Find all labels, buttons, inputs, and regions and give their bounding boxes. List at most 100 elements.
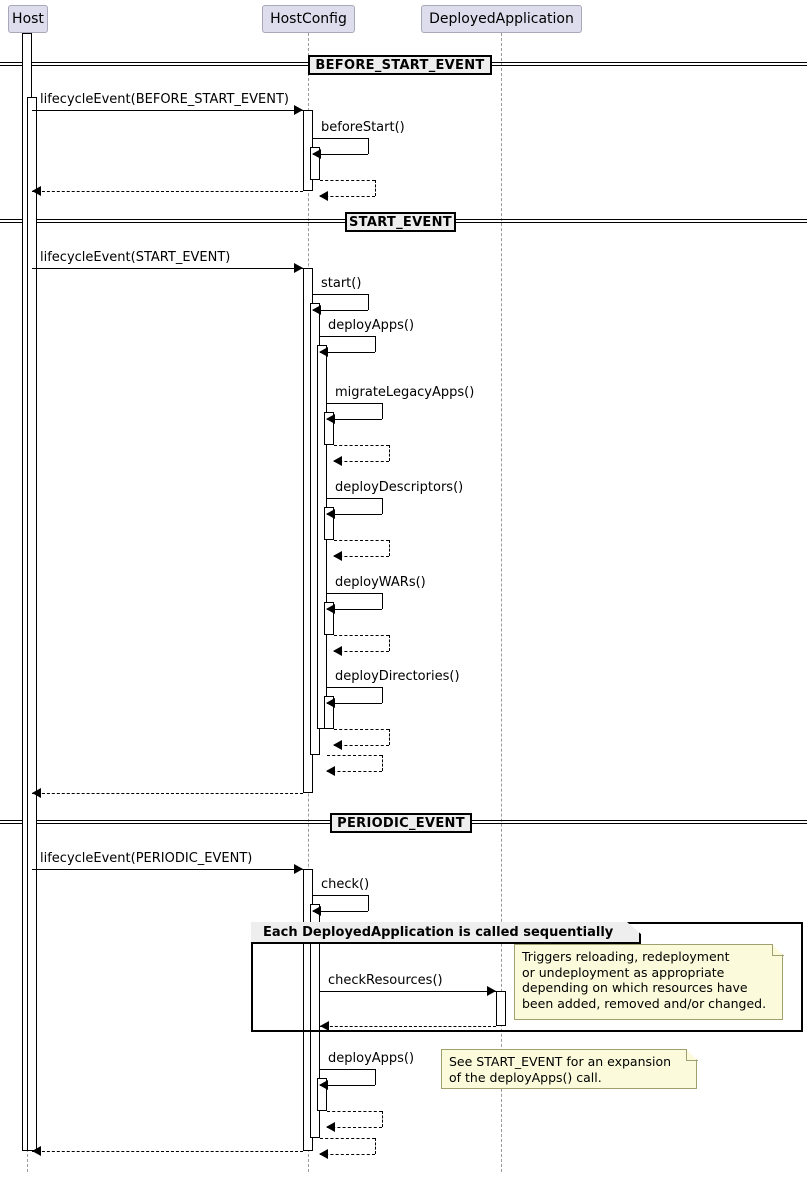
- message-deploydescriptors-label: deployDescriptors(): [335, 480, 464, 495]
- message-deployapps-side: [375, 1069, 376, 1085]
- message-deployapps-top: [320, 336, 375, 337]
- message-beforestart-bottom: [313, 154, 368, 155]
- message-self-return-m16-arrowhead: [326, 766, 335, 776]
- message-deploydescriptors-top: [327, 498, 382, 499]
- message-start-side: [368, 294, 369, 310]
- message-deploydescriptors-arrowhead: [326, 509, 335, 519]
- activation-a-da-1: [496, 991, 506, 1026]
- message-check-top: [313, 895, 368, 896]
- message-return-m25-arrowhead: [32, 1146, 41, 1156]
- message-deploywars-top: [327, 593, 382, 594]
- message-self-return-m16-side: [382, 755, 383, 771]
- message-lifecycleevent-periodic-event-line: [32, 869, 303, 870]
- message-self-return-m23-arrowhead: [326, 1122, 335, 1132]
- message-deploywars-label: deployWARs(): [335, 575, 426, 590]
- message-self-return-m24-top: [320, 1138, 375, 1139]
- message-self-return-m13-arrowhead: [333, 646, 342, 656]
- message-return-m4-arrowhead: [32, 186, 41, 196]
- message-self-return-m16-top: [327, 755, 382, 756]
- message-self-return-m9-bottom: [334, 461, 389, 462]
- message-return-m25-line: [32, 1151, 303, 1152]
- message-deploydescriptors-bottom: [327, 514, 382, 515]
- message-deployapps-label: deployApps(): [328, 1051, 415, 1066]
- message-migratelegacyapps-side: [382, 403, 383, 419]
- message-beforestart-label: beforeStart(): [321, 120, 405, 135]
- message-return-m4-line: [32, 191, 303, 192]
- message-migratelegacyapps-top: [327, 403, 382, 404]
- message-deploywars-bottom: [327, 609, 382, 610]
- note-deployapps: See START_EVENT for an expansion of the …: [441, 1049, 697, 1089]
- message-return-m17-arrowhead: [32, 788, 41, 798]
- message-deployapps-bottom: [320, 352, 375, 353]
- message-self-return-m9-top: [334, 445, 389, 446]
- note-deployapps-fold: [686, 1049, 698, 1061]
- message-migratelegacyapps-arrowhead: [326, 414, 335, 424]
- message-migratelegacyapps-label: migrateLegacyApps(): [335, 385, 475, 400]
- message-lifecycleevent-periodic-event-label: lifecycleEvent(PERIODIC_EVENT): [40, 851, 253, 866]
- message-self-return-m16-bottom: [327, 771, 382, 772]
- divider-periodic-event: PERIODIC_EVENT: [330, 813, 472, 833]
- message-self-return-m23-top: [327, 1111, 382, 1112]
- message-self-return-m23-bottom: [327, 1127, 382, 1128]
- message-check-label: check(): [321, 877, 370, 892]
- activation-a-hc-1n: [310, 147, 320, 180]
- message-return-m17-line: [32, 793, 303, 794]
- message-lifecycleevent-periodic-event-arrowhead: [294, 864, 303, 874]
- participant-host[interactable]: Host: [8, 5, 48, 33]
- message-self-return-m3-side: [375, 180, 376, 196]
- message-deployapps-side: [375, 336, 376, 352]
- message-lifecycleevent-before-start-event-line: [32, 110, 303, 111]
- message-self-return-m24-side: [375, 1138, 376, 1154]
- note-checkresources: Triggers reloading, redeployment or unde…: [514, 944, 783, 1020]
- message-self-return-m3-arrowhead: [319, 191, 328, 201]
- message-self-return-m24-arrowhead: [319, 1149, 328, 1159]
- divider-before-start-event: BEFORE_START_EVENT: [308, 55, 492, 75]
- group-label-0: Each DeployedApplication is called seque…: [251, 922, 641, 944]
- message-self-return-m13-side: [389, 635, 390, 651]
- message-self-return-m9-side: [389, 445, 390, 461]
- message-start-arrowhead: [312, 305, 321, 315]
- message-self-return-m9-arrowhead: [333, 456, 342, 466]
- message-deploydirectories-arrowhead: [326, 698, 335, 708]
- activation-a-host-2: [27, 97, 37, 1151]
- message-lifecycleevent-start-event-label: lifecycleEvent(START_EVENT): [40, 250, 231, 265]
- participant-deployedapplication[interactable]: DeployedApplication: [421, 5, 582, 33]
- message-deployapps-bottom: [320, 1085, 375, 1086]
- message-self-return-m15-arrowhead: [333, 740, 342, 750]
- message-start-bottom: [313, 310, 368, 311]
- message-self-return-m3-top: [320, 180, 375, 181]
- participant-hostconfig[interactable]: HostConfig: [262, 5, 355, 33]
- message-self-return-m23-side: [382, 1111, 383, 1127]
- message-self-return-m24-bottom: [320, 1154, 375, 1155]
- message-deploydescriptors-side: [382, 498, 383, 514]
- message-return-m21-arrowhead: [320, 1021, 329, 1031]
- message-start-top: [313, 294, 368, 295]
- message-deploywars-arrowhead: [326, 604, 335, 614]
- message-deploydirectories-side: [382, 687, 383, 703]
- message-return-m21-line: [320, 1026, 496, 1027]
- activation-a-hc-2c4: [324, 696, 334, 729]
- message-lifecycleevent-start-event-line: [32, 268, 303, 269]
- message-self-return-m11-arrowhead: [333, 551, 342, 561]
- message-deploywars-side: [382, 593, 383, 609]
- message-deployapps-arrowhead: [319, 1080, 328, 1090]
- message-lifecycleevent-before-start-event-arrowhead: [294, 105, 303, 115]
- message-check-bottom: [313, 911, 368, 912]
- message-beforestart-side: [368, 138, 369, 154]
- divider-start-event: START_EVENT: [345, 212, 456, 232]
- message-self-return-m13-top: [334, 635, 389, 636]
- message-self-return-m3-bottom: [320, 196, 375, 197]
- activation-a-hc-2c3: [324, 602, 334, 635]
- message-checkresources-label: checkResources(): [328, 973, 443, 988]
- message-lifecycleevent-before-start-event-label: lifecycleEvent(BEFORE_START_EVENT): [40, 92, 289, 107]
- message-deployapps-top: [320, 1069, 375, 1070]
- message-deploydirectories-top: [327, 687, 382, 688]
- message-check-arrowhead: [312, 906, 321, 916]
- activation-a-hc-2c2: [324, 507, 334, 540]
- message-self-return-m15-top: [334, 729, 389, 730]
- message-self-return-m11-side: [389, 540, 390, 556]
- message-check-side: [368, 895, 369, 911]
- lifeline-deployedapplication: [501, 33, 502, 1172]
- message-checkresources-line: [320, 991, 496, 992]
